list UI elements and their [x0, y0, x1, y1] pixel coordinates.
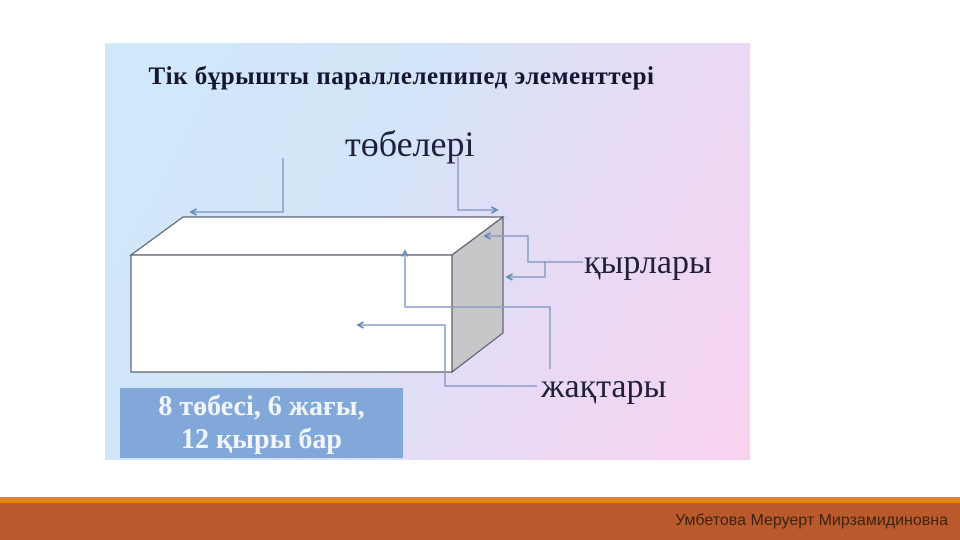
label-faces: жақтары: [541, 368, 667, 405]
label-edges: қырлары: [584, 244, 712, 281]
edges-connector-top-arrow: [483, 232, 583, 263]
footer-bar: Умбетова Меруерт Мирзамидиновна: [0, 503, 960, 540]
faces-connector-front-face-arrow: [356, 321, 537, 387]
faces-connector-top-face-arrow: [401, 249, 551, 369]
vertices-connector-left-arrow: [189, 158, 284, 216]
author-name: Умбетова Меруерт Мирзамидиновна: [675, 512, 948, 529]
box-top-face: [129, 216, 505, 256]
parallelepiped-diagram: [129, 157, 583, 387]
footer-accent-strip: [0, 497, 960, 503]
facts-box-line1: 8 төбесі, 6 жағы,: [158, 391, 365, 422]
box-front-face: [130, 254, 453, 373]
label-vertices: төбелері: [345, 124, 475, 164]
facts-box-line2: 12 қыры бар: [181, 424, 342, 455]
slide-title: Тік бұрышты параллелепипед элементтері: [148, 63, 655, 90]
edges-connector-side-arrow: [505, 261, 546, 281]
vertices-connector-right-arrow: [457, 157, 499, 214]
slide-illustration: Тік бұрышты параллелепипед элементтері т…: [105, 43, 750, 460]
facts-box: 8 төбесі, 6 жағы, 12 қыры бар: [120, 388, 403, 458]
